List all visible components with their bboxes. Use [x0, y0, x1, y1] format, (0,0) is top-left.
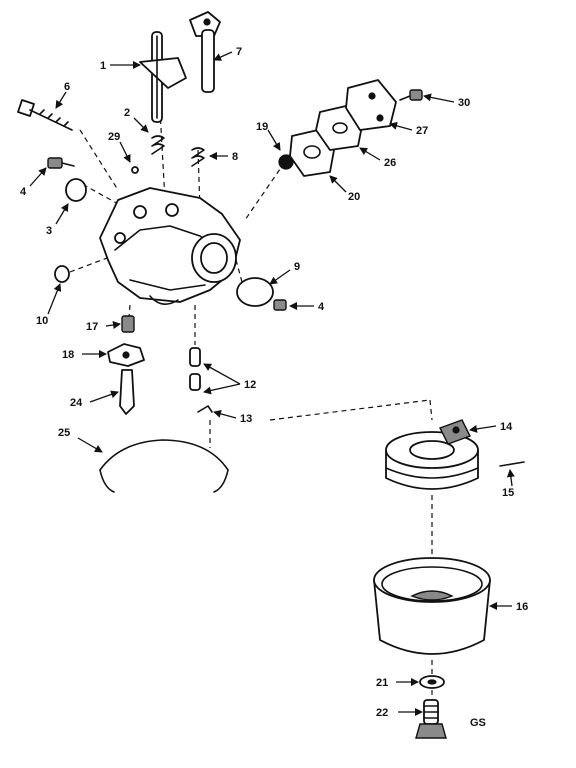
- callout-22: 22: [376, 707, 388, 719]
- callout-27: 27: [416, 125, 428, 137]
- main-jet-part: [121, 315, 135, 333]
- callout-4-right: 4: [318, 301, 325, 313]
- choke-spring-part: [191, 147, 205, 167]
- callout-8: 8: [232, 151, 238, 163]
- float-pins-part: [189, 347, 201, 391]
- needle-clip-part: [197, 405, 213, 413]
- callout-6: 6: [64, 81, 70, 93]
- float-bowl-part: [373, 557, 491, 655]
- callout-12: 12: [244, 379, 256, 391]
- callout-2: 2: [124, 107, 130, 119]
- throttle-shaft-part: [139, 31, 187, 123]
- callout-26: 26: [384, 157, 396, 169]
- callout-25: 25: [58, 427, 70, 439]
- callout-1: 1: [100, 60, 106, 72]
- screw-part-left: [47, 157, 75, 169]
- choke-shaft-part: [189, 11, 221, 93]
- callout-24: 24: [70, 397, 83, 409]
- leader-arrows: [29, 51, 515, 716]
- callout-18: 18: [62, 349, 74, 361]
- idle-needle-screw-part: [17, 99, 73, 131]
- callout-3: 3: [46, 225, 52, 237]
- cover-screw-part: [399, 89, 423, 101]
- float-part: [385, 419, 479, 490]
- callout-21: 21: [376, 677, 388, 689]
- callout-14: 14: [500, 421, 513, 433]
- callout-20: 20: [348, 191, 360, 203]
- throttle-spring-part: [151, 135, 165, 155]
- screw-part-right: [273, 299, 287, 311]
- callout-9: 9: [294, 261, 300, 273]
- callout-16: 16: [516, 601, 528, 613]
- callout-19: 19: [256, 121, 268, 133]
- corner-code: GS: [470, 717, 486, 729]
- callout-13: 13: [240, 413, 252, 425]
- callout-10: 10: [36, 315, 48, 327]
- inlet-needle-part: [119, 369, 135, 415]
- callout-30: 30: [458, 97, 470, 109]
- float-pin-part: [499, 461, 525, 467]
- check-ball-part: [131, 166, 139, 174]
- callout-4-left: 4: [20, 186, 27, 198]
- choke-plate-part: [236, 277, 274, 307]
- bowl-gasket-part: [99, 439, 229, 493]
- float-needle-bracket-part: [107, 343, 145, 367]
- callout-labels: 1 7 6 2 29 8 19 30 27 26 20 4 3 9 4 10 1…: [20, 46, 528, 729]
- throttle-plate-part: [65, 178, 87, 202]
- callout-7: 7: [236, 46, 242, 58]
- bowl-nut-part: [415, 699, 447, 739]
- carburetor-body-part: [99, 187, 241, 305]
- callout-17: 17: [86, 321, 98, 333]
- diaphragm-cup-part: [278, 154, 294, 170]
- callout-29: 29: [108, 131, 120, 143]
- callout-15: 15: [502, 487, 514, 499]
- bowl-washer-part: [419, 675, 445, 689]
- welch-plug-part: [54, 265, 70, 283]
